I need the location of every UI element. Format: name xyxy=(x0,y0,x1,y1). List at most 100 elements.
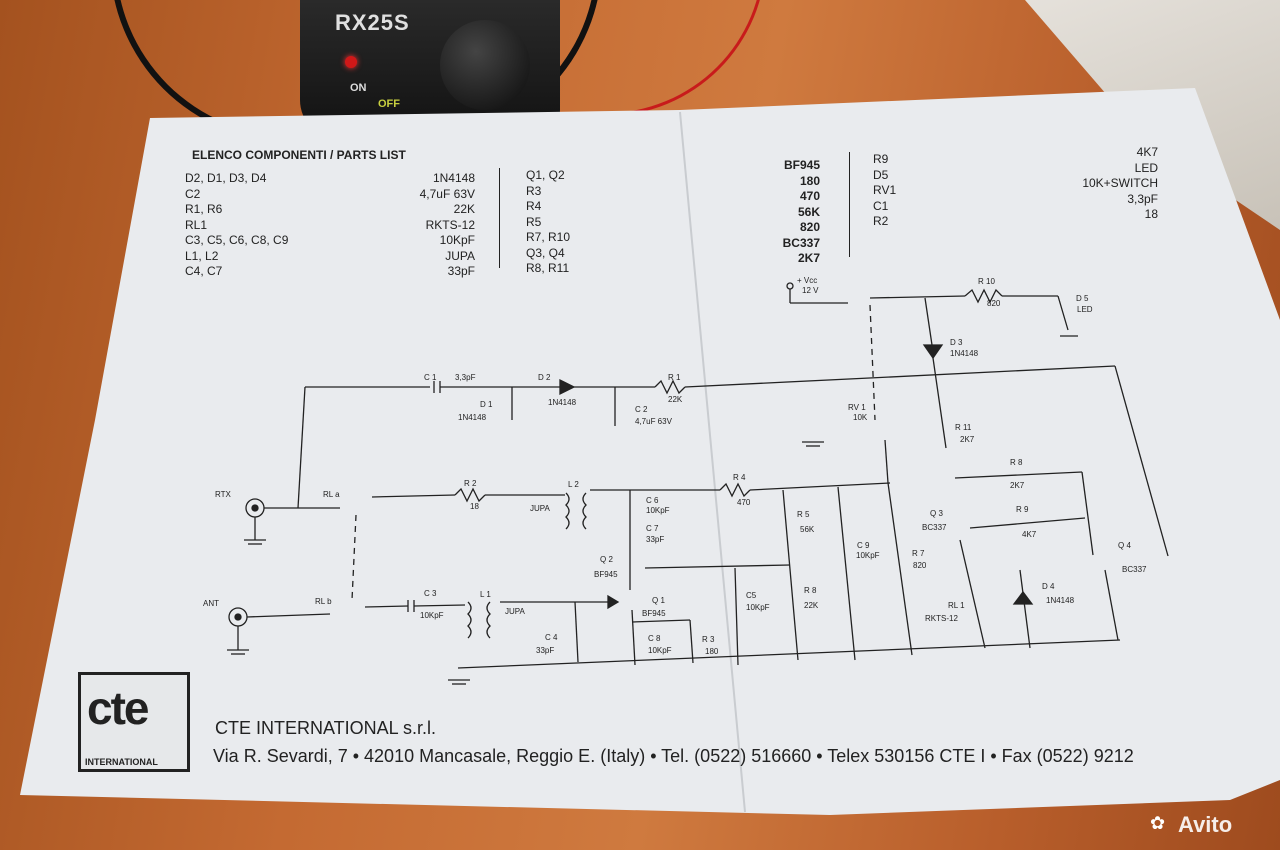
list-item: 3,3pF xyxy=(1127,191,1158,206)
label-q2v: BF945 xyxy=(594,570,618,579)
label-d1: D 1 xyxy=(480,400,493,409)
list-item: R2 xyxy=(873,214,889,228)
label-c2v: 4,7uF 63V xyxy=(635,417,673,426)
list-item: R7, R10 xyxy=(526,230,571,244)
list-item: BF945 xyxy=(783,158,820,172)
col2-values: BF945 180 470 56K 820 BC337 2K7 xyxy=(760,158,820,267)
list-item: R8, R11 xyxy=(526,261,570,275)
list-item: 820 xyxy=(799,220,820,234)
label-c9: C 9 xyxy=(857,541,870,550)
list-item: D5 xyxy=(873,167,889,182)
label-d2: D 2 xyxy=(538,373,551,382)
power-led xyxy=(345,56,357,68)
label-c7: C 7 xyxy=(646,524,659,533)
list-item: 1N4148 xyxy=(432,171,475,185)
list-item: C1 xyxy=(873,198,889,213)
label-q1v: BF945 xyxy=(642,609,666,618)
cte-logo: cte INTERNATIONAL xyxy=(78,672,190,772)
list-item: BC337 xyxy=(782,235,820,250)
label-r3v: 180 xyxy=(705,647,719,656)
label-rla: RL a xyxy=(323,490,340,499)
label-c8: C 8 xyxy=(648,634,661,643)
schematic-labels: + Vcc 12 V R 10 820 D 5 LED D 3 1N4148 C… xyxy=(203,276,1147,656)
label-rl1v: RKTS-12 xyxy=(925,614,958,623)
label-c6: C 6 xyxy=(646,496,659,505)
label-rv1: RV 1 xyxy=(848,403,866,412)
list-item: JUPA xyxy=(445,248,475,263)
label-d5v: LED xyxy=(1077,305,1093,314)
list-item: R5 xyxy=(526,214,542,229)
col3-refs: R9 D5 RV1 C1 R2 xyxy=(873,152,896,230)
logo-subtext: INTERNATIONAL xyxy=(85,757,158,767)
off-label: OFF xyxy=(378,98,400,110)
label-l2: L 2 xyxy=(568,480,579,489)
label-r5: R 5 xyxy=(797,510,810,519)
list-item: 56K xyxy=(797,204,820,219)
label-r7: R 7 xyxy=(912,549,925,558)
label-r1: R 1 xyxy=(668,373,681,382)
label-jupa2: JUPA xyxy=(530,504,551,513)
label-r8av: 2K7 xyxy=(1010,481,1025,490)
col1-refs: D2, D1, D3, D4 C2 R1, R6 RL1 C3, C5, C6,… xyxy=(185,171,288,280)
label-d3: D 3 xyxy=(950,338,963,347)
parts-list-header: ELENCO COMPONENTI / PARTS LIST xyxy=(192,148,406,162)
label-ant: ANT xyxy=(203,599,219,608)
list-item: 10KpF xyxy=(439,233,475,247)
list-item: D2, D1, D3, D4 xyxy=(185,171,267,185)
list-item: Q1, Q2 xyxy=(526,168,565,182)
list-item: 2K7 xyxy=(797,251,820,265)
label-r4: R 4 xyxy=(733,473,746,482)
label-c9v: 10KpF xyxy=(856,551,880,560)
list-item: 33pF xyxy=(447,264,475,278)
label-r2v: 18 xyxy=(470,502,479,511)
divider xyxy=(499,168,500,268)
label-q4v: BC337 xyxy=(1122,565,1147,574)
label-c2: C 2 xyxy=(635,405,648,414)
label-r7v: 820 xyxy=(913,561,927,570)
label-c3: C 3 xyxy=(424,589,437,598)
label-c4: C 4 xyxy=(545,633,558,642)
label-d3v: 1N4148 xyxy=(950,349,979,358)
label-c1v: 3,3pF xyxy=(455,373,476,382)
label-r9: R 9 xyxy=(1016,505,1029,514)
label-q1: Q 1 xyxy=(652,596,665,605)
list-item: 18 xyxy=(1144,207,1158,221)
list-item: LED xyxy=(1134,160,1158,175)
list-item: C2 xyxy=(185,186,201,201)
label-r8bv: 22K xyxy=(804,601,819,610)
label-rtx: RTX xyxy=(215,490,232,499)
label-c6v: 10KpF xyxy=(646,506,670,515)
label-r5v: 56K xyxy=(800,525,815,534)
label-d2v: 1N4148 xyxy=(548,398,577,407)
label-d4v: 1N4148 xyxy=(1046,596,1075,605)
list-item: 180 xyxy=(799,173,820,188)
label-r11v: 2K7 xyxy=(960,435,975,444)
list-item: R9 xyxy=(873,152,889,166)
label-c7v: 33pF xyxy=(646,535,664,544)
list-item: 22K xyxy=(453,202,475,216)
label-c3v: 10KpF xyxy=(420,611,444,620)
label-c5v: 10KpF xyxy=(746,603,770,612)
label-r8a: R 8 xyxy=(1010,458,1023,467)
on-label: ON xyxy=(350,82,367,94)
label-r9v: 4K7 xyxy=(1022,530,1037,539)
schematic-wires xyxy=(227,282,1169,685)
label-r10v: 820 xyxy=(987,299,1001,308)
company-address: Via R. Sevardi, 7 • 42010 Mancasale, Reg… xyxy=(213,746,1134,766)
label-rl1: RL 1 xyxy=(948,601,965,610)
list-item: Q3, Q4 xyxy=(526,245,565,260)
label-r10: R 10 xyxy=(978,277,995,286)
list-item: 4,7uF 63V xyxy=(419,186,475,201)
list-item: R4 xyxy=(526,199,542,213)
label-rlb: RL b xyxy=(315,597,332,606)
label-vcc: + Vcc xyxy=(797,276,817,285)
volume-knob xyxy=(440,20,530,110)
col1-values: 1N4148 4,7uF 63V 22K RKTS-12 10KpF JUPA … xyxy=(403,171,475,280)
label-d5: D 5 xyxy=(1076,294,1089,303)
label-l1: L 1 xyxy=(480,590,491,599)
company-name: CTE INTERNATIONAL s.r.l. xyxy=(215,718,437,738)
watermark-text: Avito xyxy=(1178,812,1233,837)
col2-refs: Q1, Q2 R3 R4 R5 R7, R10 Q3, Q4 R8, R11 xyxy=(526,168,570,277)
label-q3v: BC337 xyxy=(922,523,947,532)
label-r11: R 11 xyxy=(955,423,972,432)
